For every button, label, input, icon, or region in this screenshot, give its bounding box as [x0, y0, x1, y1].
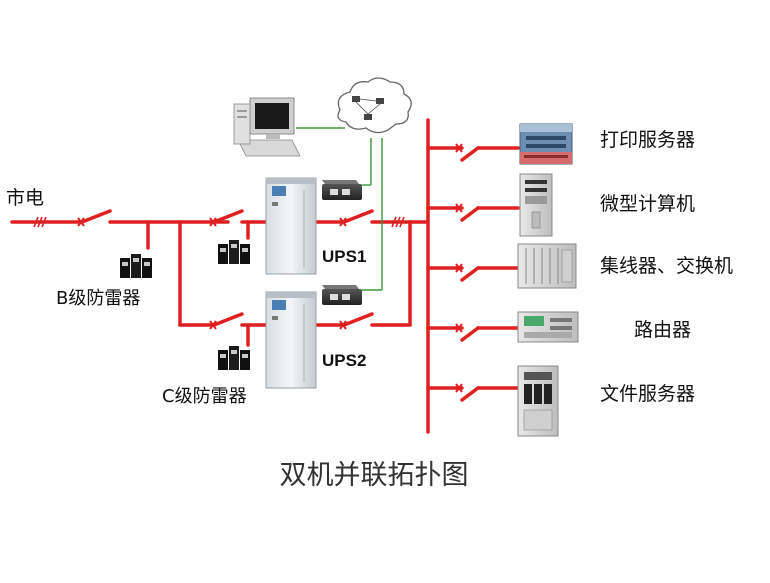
feeder-microcomputer [426, 206, 520, 222]
surge-arrester-icon [218, 346, 250, 370]
phase-ticks [33, 216, 405, 228]
diagram-title: 双机并联拓扑图 [280, 460, 469, 491]
main-switch-blade [80, 209, 112, 224]
load-label-file-server: 文件服务器 [600, 383, 695, 405]
load-label-router: 路由器 [634, 319, 691, 341]
snmp-card-icon [322, 285, 362, 305]
network-lines [296, 127, 383, 291]
feeder-file-server [426, 386, 520, 402]
mains-label: 市电 [6, 187, 44, 209]
snmp-card-icon [322, 180, 362, 200]
load-label-hub-switch: 集线器、交换机 [600, 255, 733, 277]
ups1-input-switch [212, 209, 244, 224]
ups-cabinet-icon [265, 291, 317, 389]
load-label-microcomputer: 微型计算机 [600, 193, 695, 215]
breaker-marks [77, 143, 463, 393]
ups1-output-switch [342, 209, 374, 224]
ups2-label: UPS2 [322, 351, 366, 370]
surge-arrester-icon [218, 240, 250, 264]
network-cloud-icon [337, 77, 412, 134]
feeder-print-server [426, 146, 520, 162]
b-arrester-label: B级防雷器 [56, 288, 140, 309]
ups1-label: UPS1 [322, 247, 366, 266]
feeder-router [426, 326, 520, 342]
ups2-input-switch [212, 312, 244, 327]
feeder-hub-switch [426, 266, 520, 282]
microcomputer-icon [519, 173, 553, 237]
print-server-icon [519, 123, 573, 165]
power-lines [10, 118, 520, 434]
c-arrester-label: C级防雷器 [162, 386, 247, 407]
ups-cabinet-icon [265, 177, 317, 275]
router-icon [517, 311, 579, 343]
file-server-icon [517, 365, 559, 437]
load-label-print-server: 打印服务器 [600, 129, 695, 151]
surge-arrester-icon [120, 254, 152, 278]
monitoring-pc-icon [233, 97, 301, 157]
ups2-output-switch [342, 312, 374, 327]
hub-switch-icon [517, 243, 577, 289]
